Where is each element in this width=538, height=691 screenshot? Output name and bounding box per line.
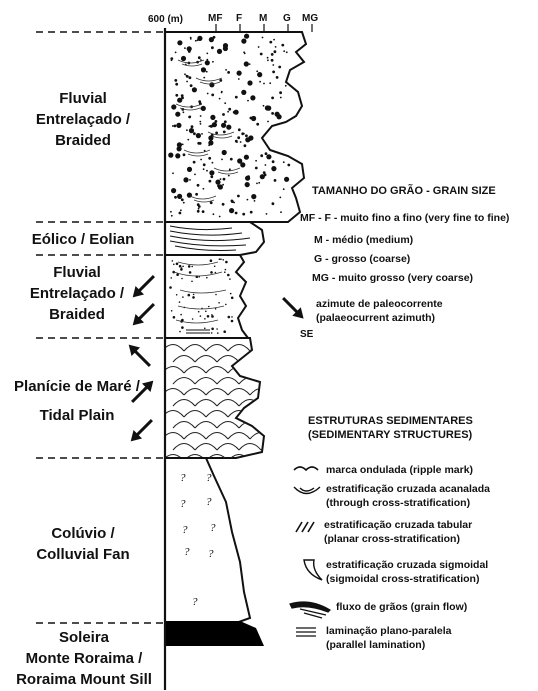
paleocurrent-legend-text: azimute de paleocorrente (palaeocurrent … bbox=[316, 297, 443, 325]
grain-size-legend-item: MF - F - muito fino a fino (very fine to… bbox=[300, 211, 509, 225]
tidal-plain-unit bbox=[162, 338, 305, 461]
colluvial-uncertain-marker: ? bbox=[206, 496, 212, 508]
colluvial-uncertain-marker: ? bbox=[210, 522, 216, 534]
paleocurrent-direction-label: SE bbox=[300, 329, 313, 340]
grain-size-legend-item: M - médio (medium) bbox=[314, 233, 413, 247]
planar-cross-stratification-icon bbox=[296, 522, 314, 532]
grain-col-g: G bbox=[283, 13, 291, 24]
grain-col-f: F bbox=[236, 13, 242, 24]
colluvial-uncertain-marker: ? bbox=[206, 472, 212, 484]
depth-scale-label: 600 (m) bbox=[148, 14, 183, 25]
legend-paleocurrent-arrow-icon bbox=[279, 294, 308, 323]
grain-col-mg: MG bbox=[302, 13, 318, 24]
structure-legend-item: estratificação cruzada tabular (planar c… bbox=[324, 518, 472, 546]
colluvial-uncertain-marker: ? bbox=[192, 596, 198, 608]
ripple-mark-icon bbox=[294, 467, 318, 470]
structure-legend-item: laminação plano-paralela (parallel lamin… bbox=[326, 624, 451, 652]
grain-size-legend-title: TAMANHO DO GRÃO - GRAIN SIZE bbox=[312, 184, 496, 198]
grain-size-legend-item: MG - muito grosso (very coarse) bbox=[312, 271, 473, 285]
braided-fluvial-middle-unit bbox=[165, 255, 248, 338]
structure-legend-item: fluxo de grãos (grain flow) bbox=[336, 600, 467, 614]
sigmoidal-cross-stratification-icon bbox=[304, 560, 322, 580]
structures-legend-title: ESTRUTURAS SEDIMENTARES (SEDIMENTARY STR… bbox=[308, 414, 473, 442]
parallel-lamination-icon bbox=[296, 628, 316, 636]
grain-col-m: M bbox=[259, 13, 267, 24]
structure-legend-item: marca ondulada (ripple mark) bbox=[326, 463, 473, 477]
env-label-eolian: Eólico / Eolian bbox=[8, 229, 158, 250]
grain-size-ticks bbox=[216, 24, 312, 32]
grain-col-mf: MF bbox=[208, 13, 222, 24]
roraima-sill-unit bbox=[165, 621, 264, 646]
colluvial-uncertain-marker: ? bbox=[184, 546, 190, 558]
grain-size-legend-item: G - grosso (coarse) bbox=[314, 252, 410, 266]
braided-fluvial-upper-unit bbox=[165, 32, 306, 222]
grain-flow-icon bbox=[290, 602, 330, 618]
colluvial-uncertain-marker: ? bbox=[180, 472, 186, 484]
colluvial-uncertain-marker: ? bbox=[180, 498, 186, 510]
env-label-tidal-plain: Planície de Maré /Tidal Plain bbox=[2, 372, 152, 430]
eolian-unit bbox=[165, 222, 264, 255]
trough-cross-stratification-icon bbox=[294, 487, 320, 494]
paleocurrent-arrow bbox=[124, 340, 154, 370]
colluvial-uncertain-marker: ? bbox=[182, 524, 188, 536]
colluvial-fan-unit: ????????? bbox=[165, 458, 250, 623]
colluvial-uncertain-marker: ? bbox=[208, 548, 214, 560]
env-label-colluvial-fan: Colúvio /Colluvial Fan bbox=[8, 523, 158, 565]
structure-legend-item: estratificação cruzada sigmoidal (sigmoi… bbox=[326, 558, 488, 586]
structure-legend-item: estratificação cruzada acanalada (throug… bbox=[326, 482, 490, 510]
